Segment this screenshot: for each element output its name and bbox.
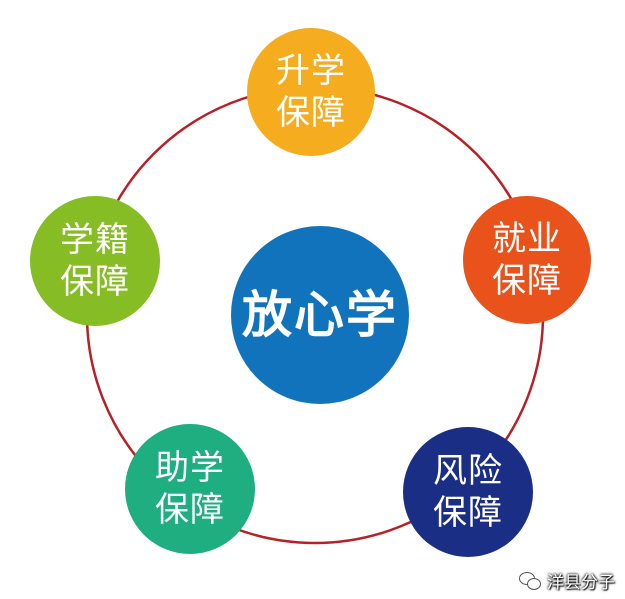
node-label-line1: 学籍 <box>60 220 130 260</box>
watermark: 洋县分子 <box>519 568 615 593</box>
node-promotion-guarantee: 升学 保障 <box>247 28 375 156</box>
node-label-line2: 保障 <box>276 93 346 133</box>
center-label: 放心学 <box>242 286 398 344</box>
node-label-line1: 风险 <box>433 451 503 491</box>
watermark-text: 洋县分子 <box>547 573 615 593</box>
node-label-line2: 保障 <box>155 490 225 530</box>
node-employment-guarantee: 就业 保障 <box>463 196 591 324</box>
wechat-icon <box>519 571 541 590</box>
node-risk-guarantee: 风险 保障 <box>403 427 533 557</box>
node-label-line2: 保障 <box>492 261 562 301</box>
node-financial-aid-guarantee: 助学 保障 <box>125 424 255 554</box>
node-label-line1: 就业 <box>492 219 562 259</box>
node-label-line1: 升学 <box>276 51 346 91</box>
node-label-line1: 助学 <box>155 448 225 488</box>
node-enrollment-status-guarantee: 学籍 保障 <box>30 196 160 326</box>
center-node: 放心学 <box>231 226 409 404</box>
node-label-line2: 保障 <box>60 262 130 302</box>
node-label-line2: 保障 <box>433 493 503 533</box>
